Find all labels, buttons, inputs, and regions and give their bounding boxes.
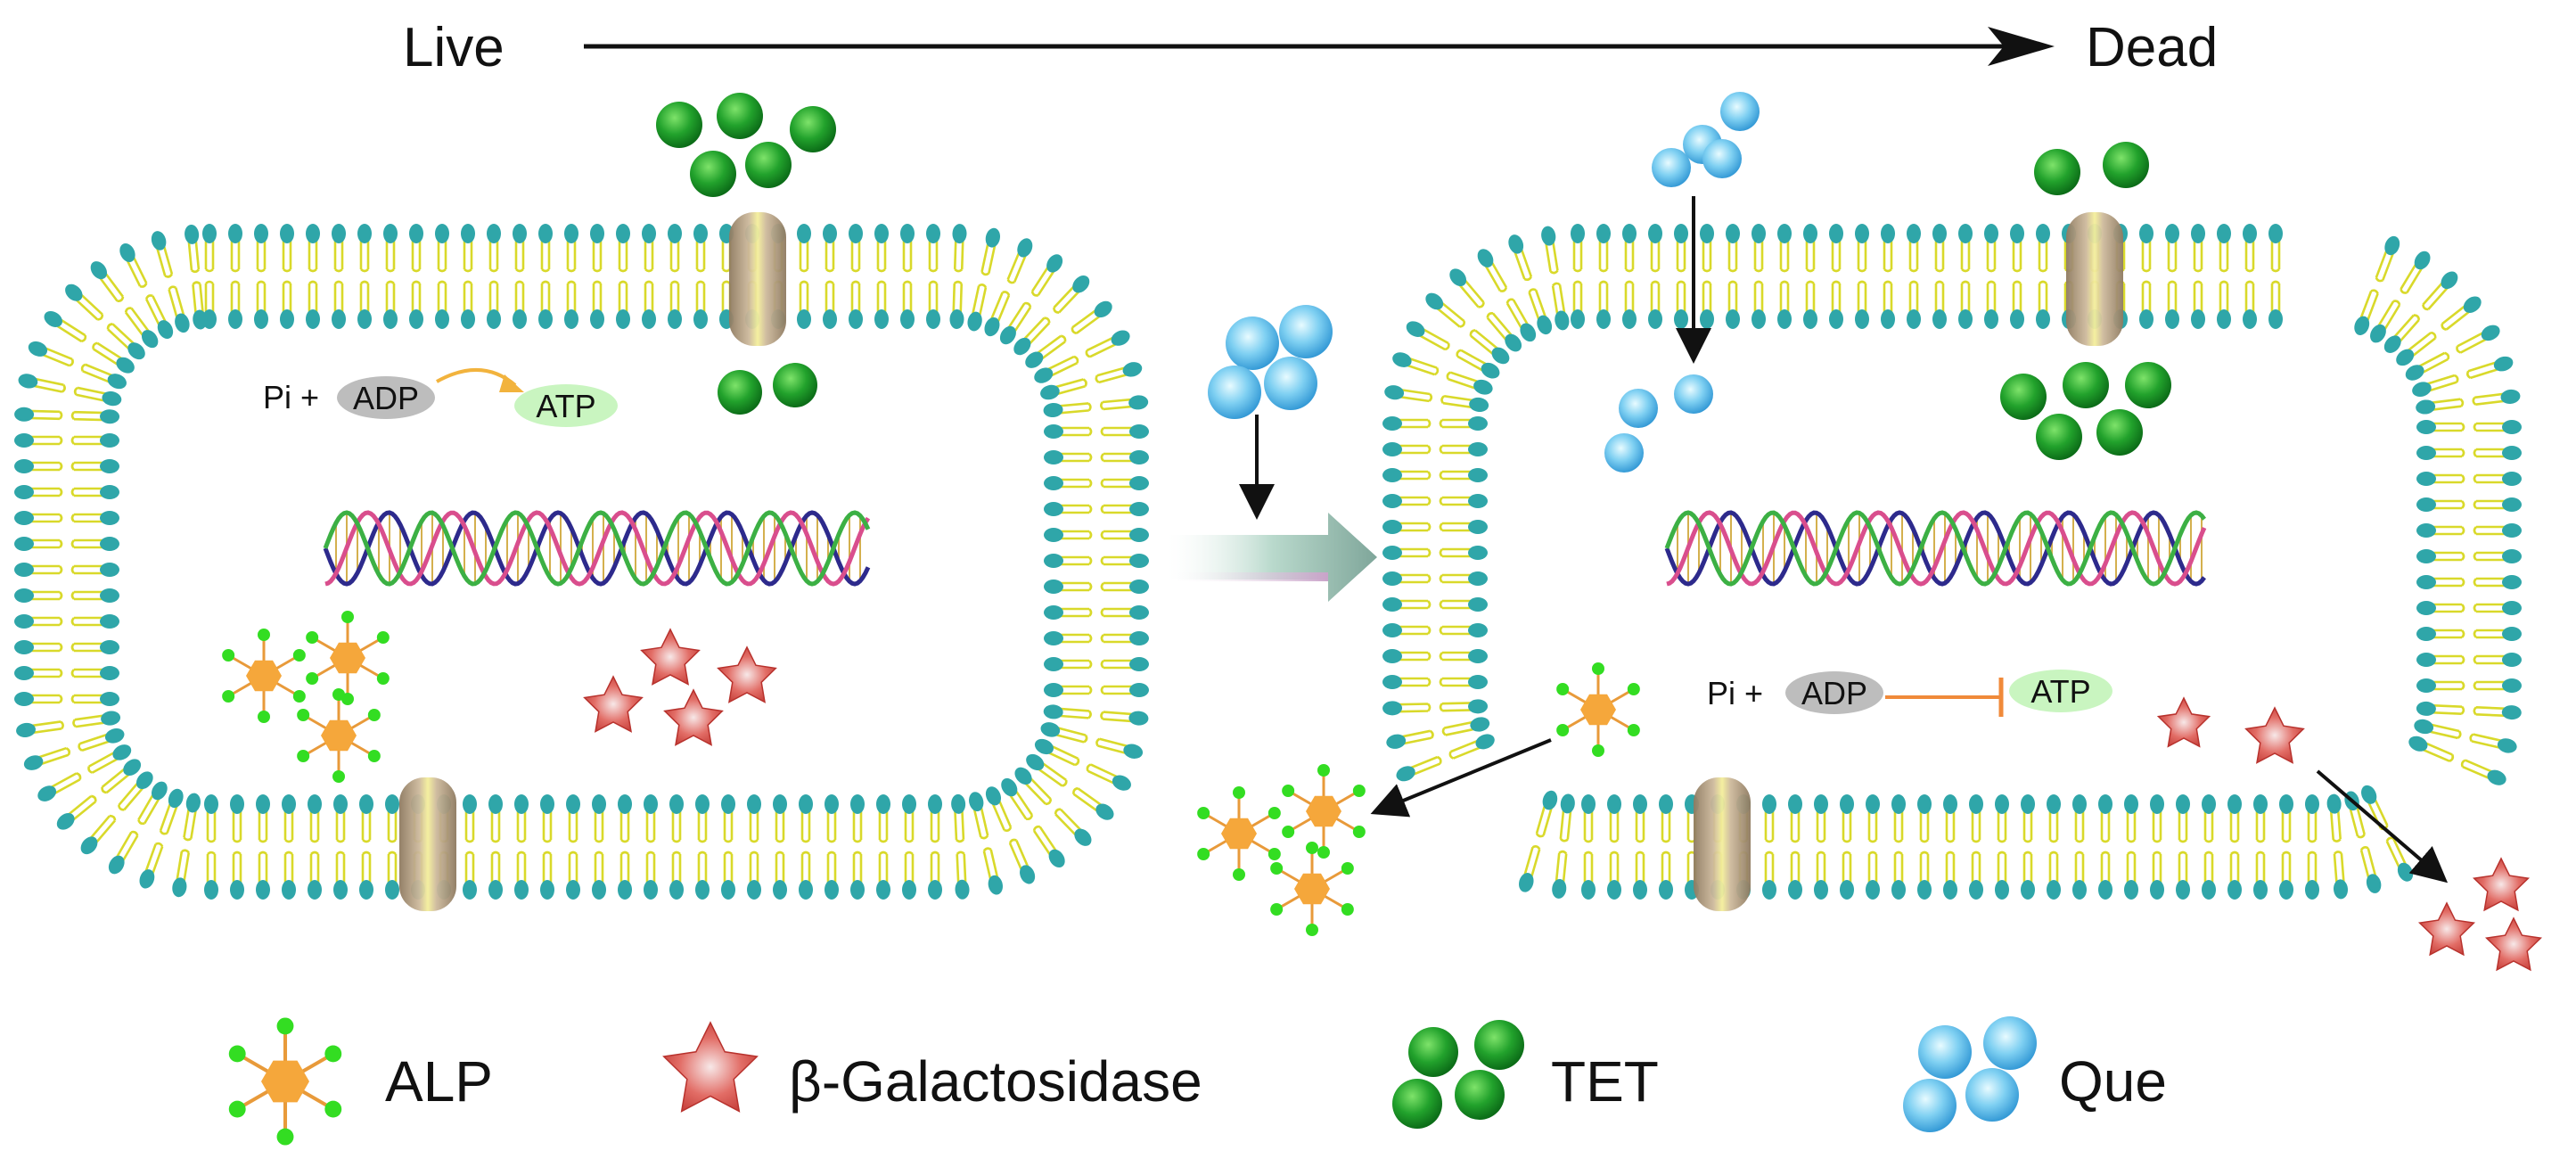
dead-channel-bottom xyxy=(1694,777,1751,911)
dead-channel-top xyxy=(2066,212,2123,346)
galactosidase-icon xyxy=(2472,857,2531,912)
legend-galactosidase-label: β-Galactosidase xyxy=(789,1049,1202,1114)
dead-reaction-pi: Pi + xyxy=(1707,675,1763,711)
live-cell-membrane xyxy=(14,224,1149,900)
live-reaction-atp: ATP xyxy=(536,388,595,424)
legend-alp: ALP xyxy=(228,1017,493,1146)
alp-cluster-live xyxy=(222,611,390,783)
live-cell xyxy=(14,212,1149,911)
galactosidase-icon xyxy=(640,628,701,686)
progression-header: Live Dead xyxy=(403,17,2218,78)
alp-leak-arrow xyxy=(1370,738,1552,818)
live-channel-bottom xyxy=(399,777,456,911)
live-dna-helix xyxy=(323,510,871,587)
galactosidase-icon xyxy=(2244,706,2305,764)
dead-atp-reaction: Pi + ADP ATP xyxy=(1707,670,2112,717)
que-cluster-outside-dead xyxy=(1652,92,1760,187)
galactosidase-icon xyxy=(662,1021,759,1113)
legend: ALP β-Galactosidase TET Que xyxy=(228,1016,2167,1146)
galactosidase-cluster-live xyxy=(583,628,777,746)
galactosidase-released xyxy=(2417,857,2543,972)
dead-reaction-atp: ATP xyxy=(2030,673,2090,710)
legend-que: Que xyxy=(1903,1016,2167,1132)
dead-atp-ellipse xyxy=(2009,670,2112,712)
live-atp-reaction: Pi + ADP ATP xyxy=(263,367,618,427)
galactosidase-leak-arrow xyxy=(2316,769,2449,884)
live-label: Live xyxy=(403,17,505,78)
alp-icon xyxy=(306,611,390,705)
alp-icon xyxy=(1556,662,1640,757)
tet-cluster-outside-live xyxy=(656,93,836,197)
dead-adp-ellipse xyxy=(1785,671,1883,714)
tet-cluster-outside-dead xyxy=(2034,142,2149,195)
galactosidase-icon xyxy=(583,675,644,733)
que-cluster-center xyxy=(1208,305,1333,419)
dead-cell-membrane xyxy=(1382,224,2522,900)
progression-arrow-head xyxy=(1988,27,2055,66)
legend-alp-label: ALP xyxy=(385,1049,493,1114)
transition-arrow xyxy=(1168,513,1377,602)
alp-icon xyxy=(228,1017,342,1146)
galactosidase-icon xyxy=(2417,901,2476,957)
galactosidase-inside-dead xyxy=(2156,696,2305,764)
alp-icon xyxy=(297,688,381,783)
galactosidase-icon xyxy=(2156,696,2211,748)
galactosidase-icon xyxy=(663,688,724,746)
alp-icon xyxy=(1282,764,1366,859)
dead-label: Dead xyxy=(2086,17,2218,78)
dead-dna-helix xyxy=(1664,510,2207,587)
legend-tet: TET xyxy=(1392,1020,1659,1129)
alp-icon xyxy=(1270,842,1354,936)
galactosidase-icon xyxy=(717,645,777,703)
alp-icon xyxy=(222,629,306,723)
alp-leaking xyxy=(1556,662,1640,757)
legend-galactosidase: β-Galactosidase xyxy=(662,1021,1202,1114)
dead-cell xyxy=(1382,212,2522,911)
dead-reaction-adp: ADP xyxy=(1801,675,1867,711)
alp-cluster-released xyxy=(1197,764,1366,936)
live-adp-ellipse xyxy=(337,376,435,419)
live-atp-ellipse xyxy=(514,384,618,427)
legend-tet-label: TET xyxy=(1551,1049,1659,1114)
alp-icon xyxy=(1197,786,1281,881)
live-reaction-adp: ADP xyxy=(353,380,419,416)
legend-que-label: Que xyxy=(2059,1049,2167,1114)
tet-cluster-inside-dead xyxy=(2000,362,2171,460)
live-reaction-pi: Pi + xyxy=(263,379,319,415)
que-cluster-inside-dead xyxy=(1604,374,1713,473)
live-channel-top xyxy=(729,212,786,346)
galactosidase-icon xyxy=(2484,917,2543,972)
tet-cluster-inside-live xyxy=(718,363,817,415)
